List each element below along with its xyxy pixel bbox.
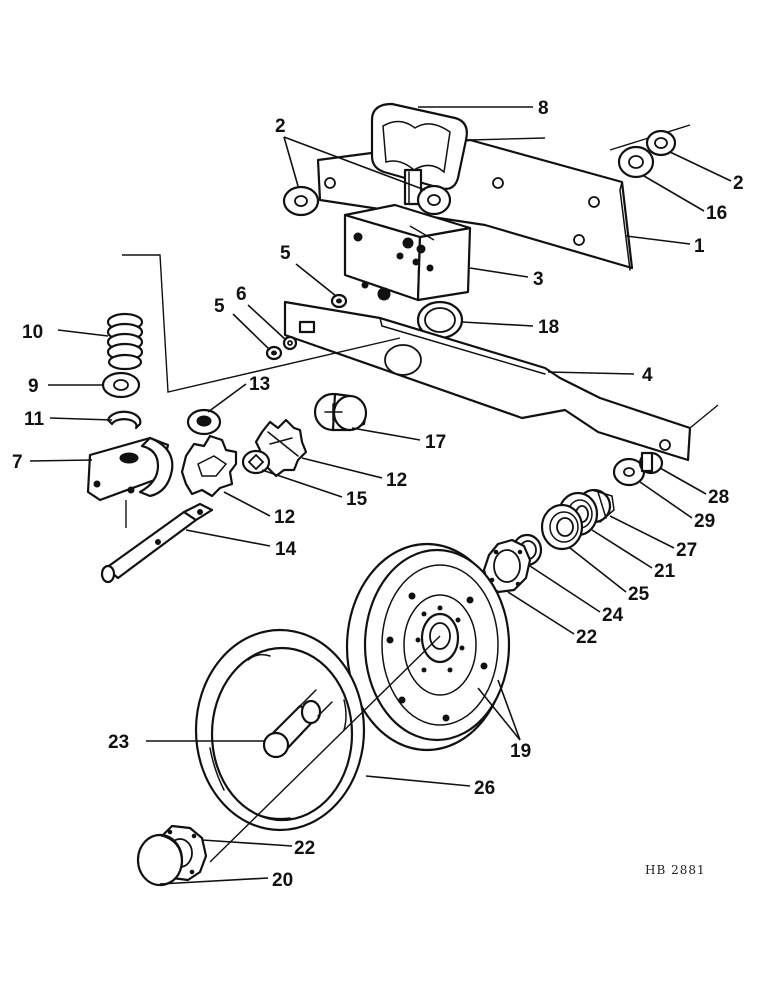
callout-7: 7 [12,452,23,473]
assembly-axis-lines [122,225,441,863]
callout-14: 14 [275,539,297,560]
part-12-gear-left [180,434,238,498]
part-16-washer [617,145,655,179]
part-5-nut-lower [265,345,283,361]
leader-lines [29,106,732,885]
callout-29: 29 [694,511,715,532]
callout-12-right: 12 [386,470,407,491]
callout-23: 23 [108,732,129,753]
part-2-washer-center [416,184,452,216]
part-23-spindle [262,689,333,759]
part-9-washer [101,371,141,399]
part-25-bearing-race [540,503,584,551]
callout-28: 28 [708,487,729,508]
callout-5-upper: 5 [280,243,291,264]
part-17-hub [313,392,368,432]
callout-1: 1 [694,236,705,257]
callout-2-upper-left: 2 [275,116,286,137]
part-15-square-washer [241,449,271,475]
callout-5-lower: 5 [214,296,225,317]
callout-16: 16 [706,203,727,224]
part-5-nut-upper [330,293,348,309]
callout-9: 9 [28,376,39,397]
callout-2-right: 2 [733,173,744,194]
callout-25: 25 [628,584,650,605]
callout-22-front: 22 [294,838,315,859]
callout-11: 11 [24,409,45,430]
part-18-bushing [416,300,464,340]
callout-6: 6 [236,284,247,305]
callout-24: 24 [602,605,624,626]
callout-27: 27 [676,540,697,561]
callout-15: 15 [346,489,368,510]
callout-labels: 8 2 2 16 1 3 5 18 6 5 10 9 4 13 11 17 7 … [12,98,744,891]
callout-10: 10 [22,322,43,343]
callout-4: 4 [642,365,653,386]
callout-8: 8 [538,98,549,119]
callout-26: 26 [474,778,495,799]
callout-18: 18 [538,317,559,338]
part-13-washer [186,408,222,436]
callout-3: 3 [533,269,544,290]
reference-code: HB 2881 [645,863,706,877]
part-28-bolt [638,451,664,475]
part-22-gasket-rear [482,538,532,594]
part-6-set-screw [282,320,316,351]
callout-21: 21 [654,561,676,582]
callout-22-rear: 22 [576,627,597,648]
part-10-spring [106,312,144,371]
part-11-snap-ring [106,410,142,430]
part-14-shaft [100,502,214,584]
part-2-washer-left [282,185,320,217]
part-4-lower-arm [283,300,719,462]
callout-20: 20 [272,870,293,891]
callout-12-lower: 12 [274,507,295,528]
part-2-washer-right [645,129,677,157]
callout-19: 19 [510,741,531,762]
part-7-clamp [86,436,174,502]
callout-13: 13 [249,374,270,395]
part-3-bracket [343,203,472,302]
callout-17: 17 [425,432,446,453]
part-20-hub-cap [136,833,184,887]
part-8-handle [370,102,468,206]
part-19-wheel-disc [345,542,511,752]
